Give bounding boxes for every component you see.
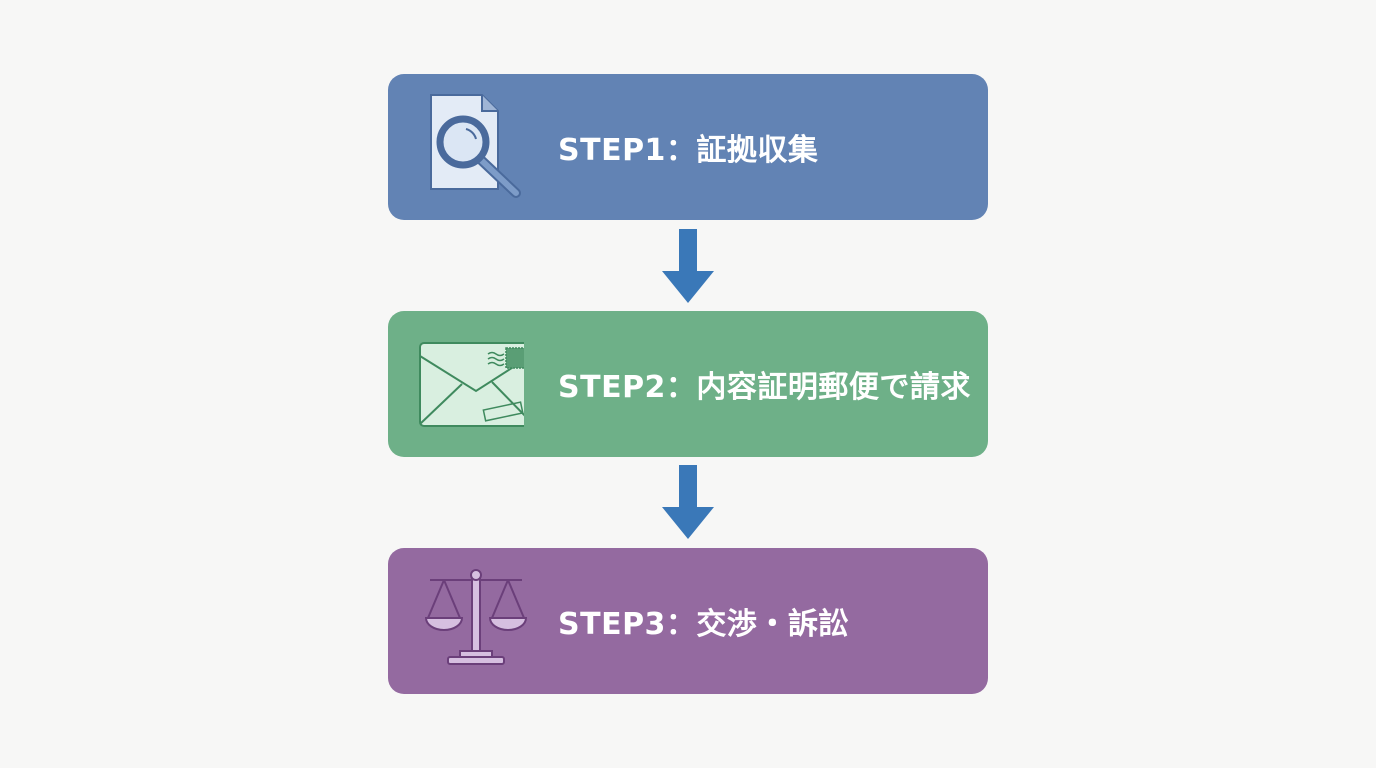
step-2-box: STEP2：内容証明郵便で請求 [388,311,988,457]
document-search-icon [430,94,521,198]
certified-mail-icon [419,342,524,427]
step-1-box: STEP1：証拠収集 [388,74,988,220]
step-3-box: STEP3：交渉・訴訟 [388,548,988,694]
step-1-label: STEP1：証拠収集 [558,133,819,168]
down-arrow-icon [662,229,714,303]
down-arrow-icon [662,465,714,539]
scales-of-justice-icon [424,569,528,665]
step-3-label: STEP3：交渉・訴訟 [558,607,849,642]
step-2-label: STEP2：内容証明郵便で請求 [558,370,971,405]
